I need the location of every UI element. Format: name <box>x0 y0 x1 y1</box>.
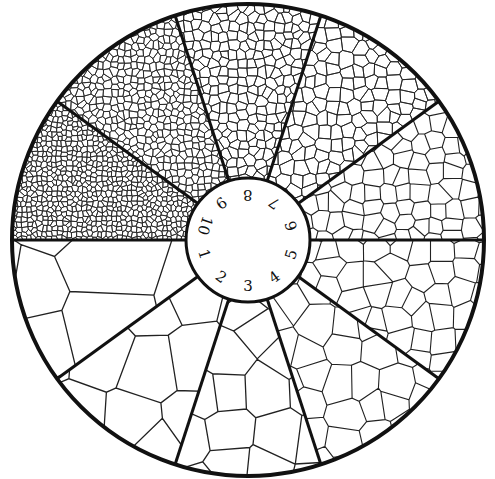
chart-frame <box>12 4 484 476</box>
sector-divider <box>57 101 198 203</box>
sector-divider <box>12 239 186 242</box>
grain-size-number: 8 <box>243 187 253 202</box>
sector-divider <box>175 16 229 181</box>
sector-divider <box>310 239 484 242</box>
grain-size-number: 3 <box>243 279 253 294</box>
sector-divider <box>267 16 321 181</box>
center-circle <box>186 178 310 302</box>
grain-texture <box>231 237 484 479</box>
sector-divider <box>298 101 439 203</box>
sector-divider <box>175 299 229 464</box>
outer-circle <box>12 4 484 476</box>
grain-texture <box>162 0 341 197</box>
grain-texture <box>4 94 209 249</box>
sector-divider <box>298 276 439 378</box>
sector-divider <box>57 276 198 378</box>
sector-divider <box>267 299 321 464</box>
